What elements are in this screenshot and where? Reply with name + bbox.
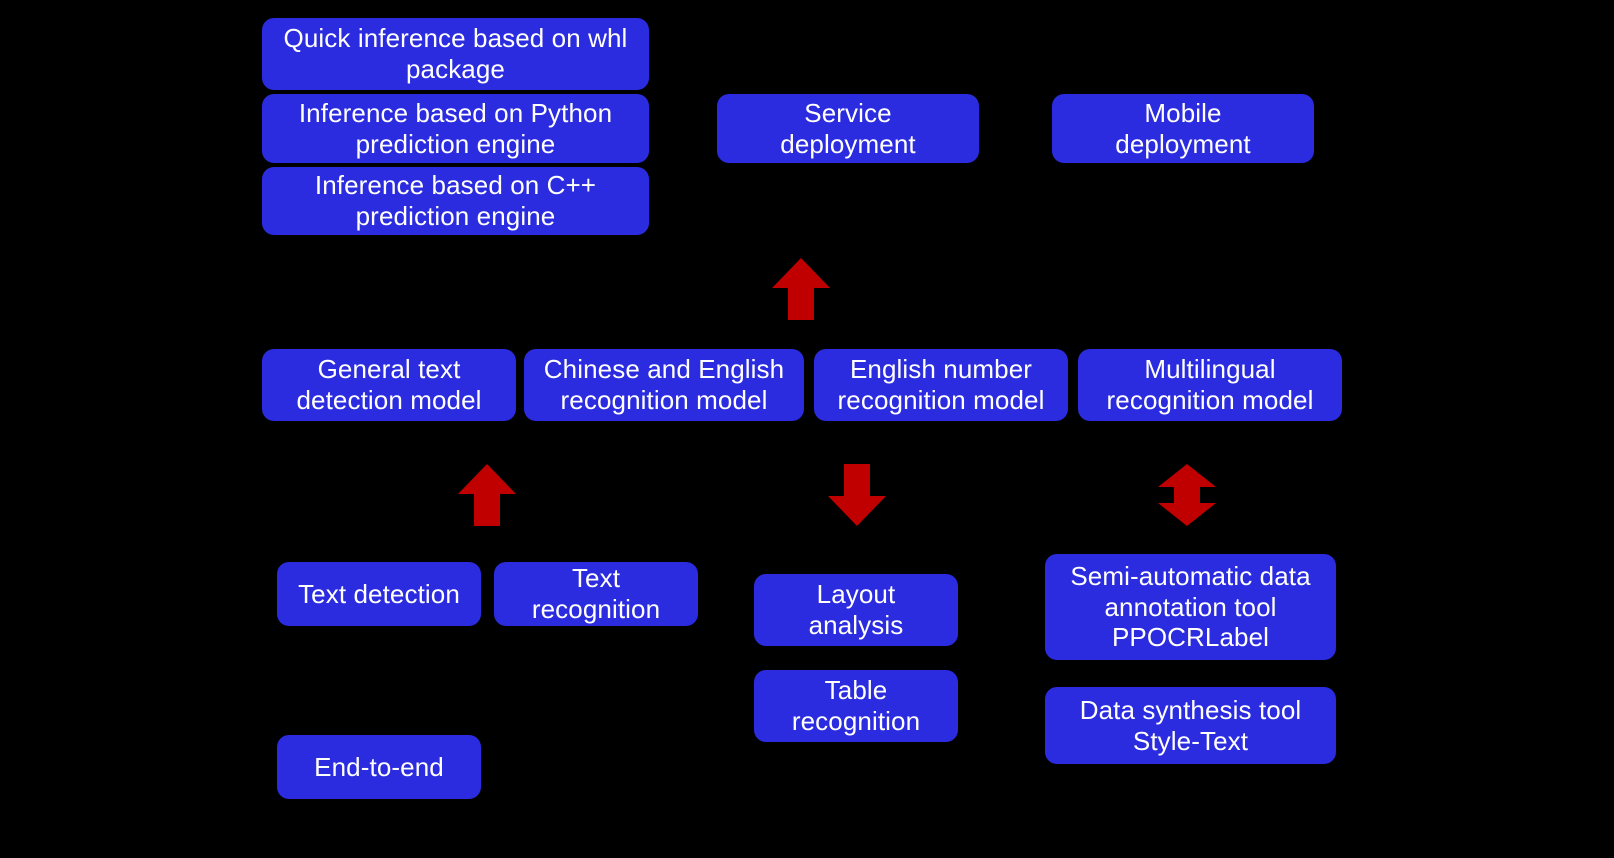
node-end-to-end[interactable]: End-to-end (277, 735, 481, 799)
arrow-up-to-deployment (772, 258, 830, 320)
node-multilingual-recognition-model[interactable]: Multilingual recognition model (1078, 349, 1342, 421)
node-service-deployment[interactable]: Service deployment (717, 94, 979, 163)
arrow-up-detection-to-model (458, 464, 516, 526)
node-text-recognition[interactable]: Text recognition (494, 562, 698, 626)
node-layout-analysis[interactable]: Layout analysis (754, 574, 958, 646)
node-style-text-synthesis-tool[interactable]: Data synthesis tool Style-Text (1045, 687, 1336, 764)
node-mobile-deployment[interactable]: Mobile deployment (1052, 94, 1314, 163)
node-quick-inference-whl[interactable]: Quick inference based on whl package (262, 18, 649, 90)
node-text-detection[interactable]: Text detection (277, 562, 481, 626)
node-general-text-detection-model[interactable]: General text detection model (262, 349, 516, 421)
arrow-down-model-to-layout (828, 464, 886, 526)
node-inference-cpp-engine[interactable]: Inference based on C++ prediction engine (262, 167, 649, 235)
node-ppocrlabel-annotation-tool[interactable]: Semi-automatic data annotation tool PPOC… (1045, 554, 1336, 660)
arrow-updown-model-to-tools (1158, 464, 1216, 526)
node-table-recognition[interactable]: Table recognition (754, 670, 958, 742)
node-chinese-english-recognition-model[interactable]: Chinese and English recognition model (524, 349, 804, 421)
node-english-number-recognition-model[interactable]: English number recognition model (814, 349, 1068, 421)
node-inference-python-engine[interactable]: Inference based on Python prediction eng… (262, 94, 649, 163)
